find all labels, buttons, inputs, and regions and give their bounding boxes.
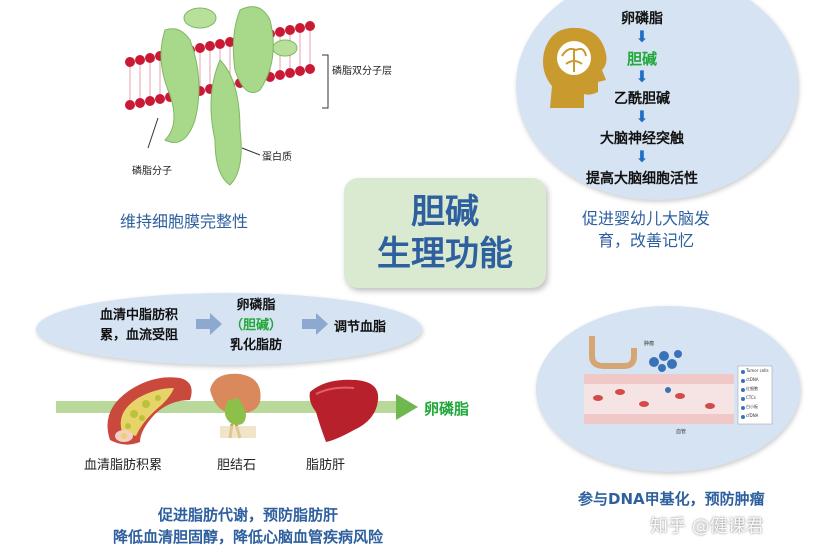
legend-item: cfDNA <box>746 413 759 418</box>
legend-item: 红细胞 <box>746 386 758 391</box>
dna-caption: 参与DNA甲基化，预防肿瘤 <box>578 490 765 508</box>
brain-step-2: 胆碱 <box>626 50 657 68</box>
lipid-ellipse <box>36 293 422 365</box>
organ-label-gallstone: 胆结石 <box>217 458 257 473</box>
brain-step-1: 卵磷脂 <box>621 11 663 27</box>
legend-item: CTCs <box>746 395 756 400</box>
center-title-line1: 胆碱 <box>411 192 479 232</box>
gallbladder-illustration <box>206 370 266 440</box>
lipid-caption-line2: 降低血清胆固醇，降低心脑血管疾病风险 <box>112 528 383 546</box>
arrow-down-icon: ⬇ <box>635 147 649 166</box>
lipid-mid-line2: （胆碱） <box>229 318 282 333</box>
arrow-down-icon: ⬇ <box>635 107 649 126</box>
arrow-down-icon: ⬇ <box>635 67 649 86</box>
protein-label: 蛋白质 <box>262 152 292 163</box>
arrow-right-icon <box>196 313 222 335</box>
arrow-label: 卵磷脂 <box>424 400 470 418</box>
lipid-caption-line1: 促进脂肪代谢，预防脂肪肝 <box>157 506 338 524</box>
organ-label-fatty-liver: 脂肪肝 <box>306 458 346 473</box>
watermark: 知乎 @健课君 <box>650 516 764 537</box>
brain-caption-line1: 促进婴幼儿大脑发 <box>581 209 710 228</box>
legend-item: Tumor cells <box>746 368 769 373</box>
brain-step-3: 乙酰胆碱 <box>614 91 670 107</box>
lipid-mid-line3: 乳化脂肪 <box>229 338 282 353</box>
center-title-box: 胆碱 生理功能 <box>344 178 546 288</box>
dna-legend: Tumor cells ctDNA 红细胞 CTCs 白小板 cfDNA <box>746 366 769 420</box>
membrane-caption: 维持细胞膜完整性 <box>120 212 249 231</box>
brain-icon <box>540 26 610 108</box>
brain-step-5: 提高大脑细胞活性 <box>586 171 698 187</box>
liver-illustration <box>306 376 382 444</box>
membrane-illustration <box>110 0 340 200</box>
lipid-mid-text: 卵磷脂 （胆碱） 乳化脂肪 <box>214 296 298 356</box>
tumor-label: 肿瘤 <box>644 341 655 347</box>
arrow-right-icon <box>302 313 328 335</box>
dna-illustration <box>584 326 774 436</box>
lipid-right-text: 调节血脂 <box>334 320 387 335</box>
bilayer-label: 磷脂双分子层 <box>332 66 392 77</box>
arrow-down-icon: ⬇ <box>635 27 649 46</box>
lipid-left-line2: 累，血流受阻 <box>99 328 178 343</box>
center-title-line2: 生理功能 <box>377 234 513 274</box>
organ-label-artery: 血清脂肪积累 <box>84 458 163 473</box>
legend-item: 白小板 <box>746 404 758 409</box>
lipid-left-line1: 血清中脂肪积 <box>99 308 178 323</box>
brain-step-list: 卵磷脂 ⬇ 胆碱 ⬇ 乙酰胆碱 ⬇ 大脑神经突触 ⬇ 提高大脑细胞活性 <box>562 8 722 188</box>
brain-step-4: 大脑神经突触 <box>600 131 684 147</box>
molecule-label: 磷脂分子 <box>132 166 172 177</box>
artery-illustration <box>100 370 196 448</box>
lipid-caption: 促进脂肪代谢，预防脂肪肝 降低血清胆固醇，降低心脑血管疾病风险 <box>58 504 438 548</box>
lipid-left-text: 血清中脂肪积 累，血流受阻 <box>84 306 194 346</box>
vessel-label: 血管 <box>676 429 687 435</box>
lipid-mid-line1: 卵磷脂 <box>236 298 276 313</box>
brain-caption-line2: 育，改善记忆 <box>597 231 694 250</box>
brain-caption: 促进婴幼儿大脑发 育，改善记忆 <box>556 208 736 252</box>
legend-item: ctDNA <box>746 377 759 382</box>
